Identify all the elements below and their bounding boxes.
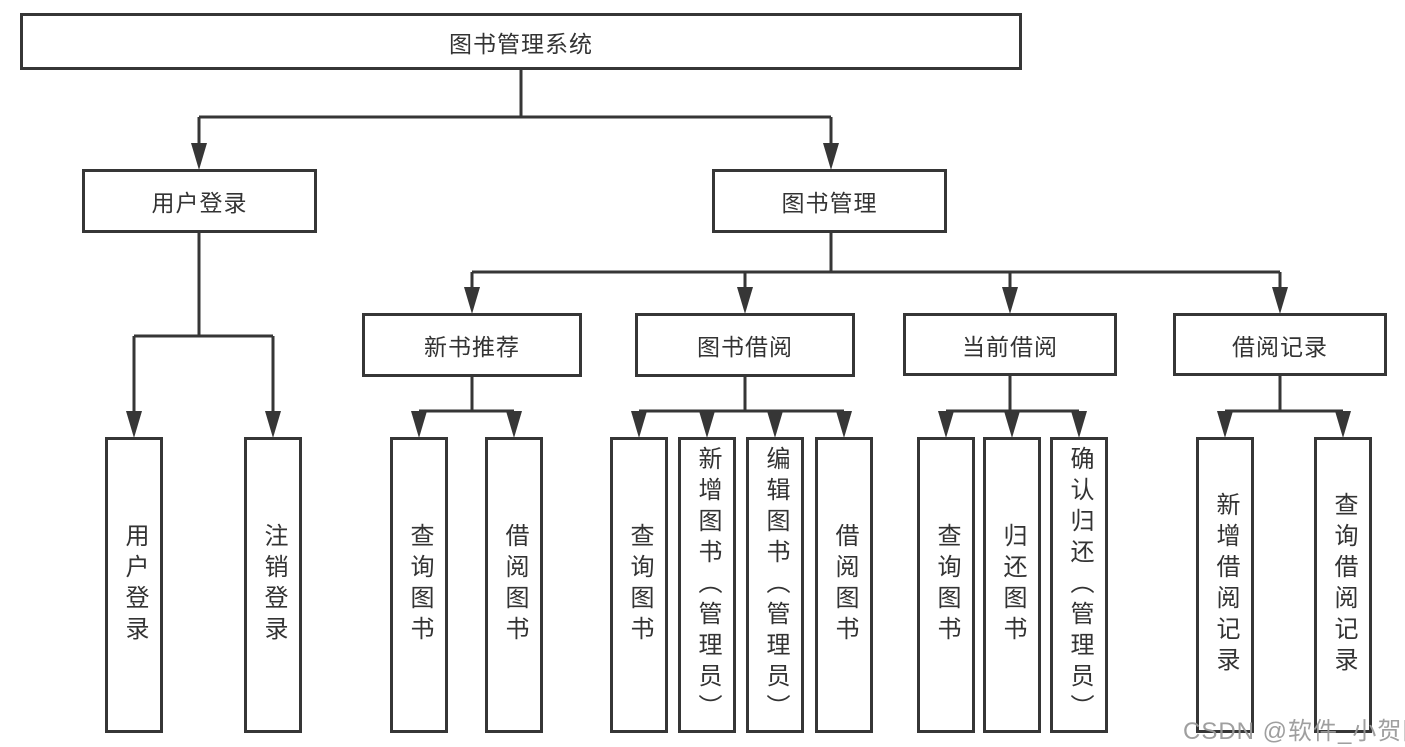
arrowheads — [126, 143, 1351, 438]
leaf-borrow-books: 借阅图书 — [815, 437, 873, 733]
node-new-book-recommend: 新书推荐 — [362, 313, 582, 377]
leaf-label: 借阅图书 — [501, 523, 528, 647]
node-book-management: 图书管理 — [712, 169, 947, 233]
leaf-label: 确认归还（管理员） — [1066, 445, 1093, 725]
leaf-query-books: 查询图书 — [610, 437, 668, 733]
leaf-label: 查询图书 — [933, 523, 960, 647]
leaf-label: 归还图书 — [999, 523, 1026, 647]
node-user-login: 用户登录 — [82, 169, 317, 233]
leaf-query-books: 查询图书 — [917, 437, 975, 733]
leaf-label: 注销登录 — [260, 523, 287, 647]
leaf-confirm-return-admin: 确认归还（管理员） — [1050, 437, 1108, 733]
leaf-label: 新增图书（管理员） — [694, 445, 721, 725]
node-label: 图书借阅 — [697, 334, 793, 360]
leaf-add-books-admin: 新增图书（管理员） — [678, 437, 736, 733]
leaf-borrow-books: 借阅图书 — [485, 437, 543, 733]
leaf-label: 查询图书 — [626, 523, 653, 647]
node-label: 借阅记录 — [1232, 333, 1328, 360]
node-root-system: 图书管理系统 — [20, 13, 1022, 70]
leaf-label: 查询图书 — [406, 523, 433, 647]
leaf-return-books: 归还图书 — [983, 437, 1041, 733]
node-label: 图书管理 — [781, 190, 878, 216]
leaf-user-login: 用户登录 — [105, 437, 163, 733]
node-label: 新书推荐 — [424, 334, 520, 360]
leaf-label: 查询借阅记录 — [1330, 492, 1357, 678]
node-label: 当前借阅 — [962, 333, 1058, 360]
leaf-label: 编辑图书（管理员） — [762, 445, 789, 725]
leaf-label: 新增借阅记录 — [1212, 492, 1239, 678]
leaf-edit-books-admin: 编辑图书（管理员） — [746, 437, 804, 733]
node-current-borrowing: 当前借阅 — [903, 313, 1117, 376]
leaf-logout: 注销登录 — [244, 437, 302, 733]
leaf-label: 用户登录 — [121, 523, 148, 647]
leaf-label: 借阅图书 — [831, 523, 858, 647]
leaf-add-borrow-record: 新增借阅记录 — [1196, 437, 1254, 733]
leaf-query-books: 查询图书 — [390, 437, 448, 733]
csdn-watermark: CSDN @软件_小贺同学 — [1183, 718, 1405, 745]
node-label: 用户登录 — [151, 190, 248, 216]
node-book-borrowing: 图书借阅 — [635, 313, 855, 377]
node-root-label: 图书管理系统 — [449, 30, 593, 57]
leaf-query-borrow-record: 查询借阅记录 — [1314, 437, 1372, 733]
node-borrowing-records: 借阅记录 — [1173, 313, 1387, 376]
